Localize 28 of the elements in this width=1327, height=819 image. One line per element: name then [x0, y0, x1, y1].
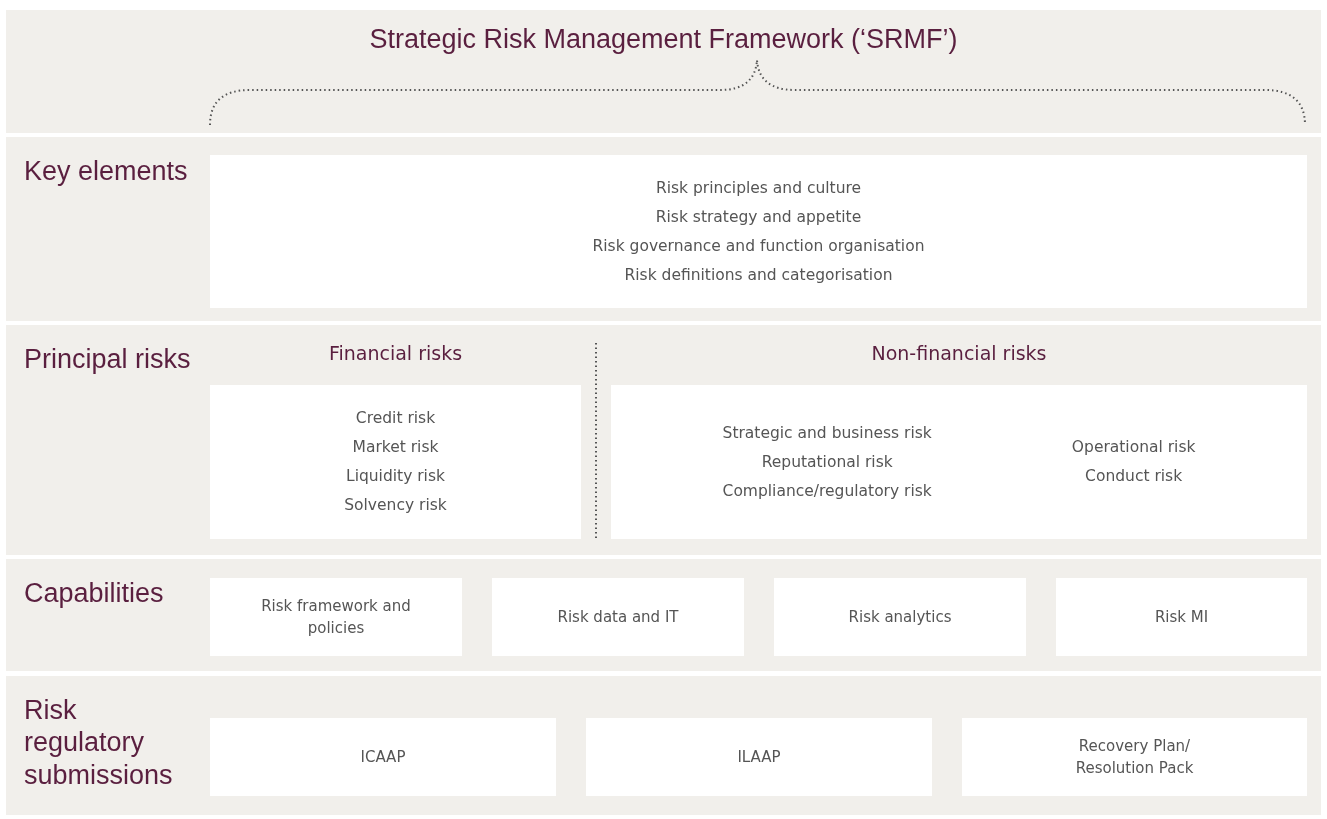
row-heading: Principal risks: [24, 343, 192, 376]
item-text: Risk governance and function organisation: [592, 235, 925, 257]
item-text: Operational risk: [1071, 437, 1196, 458]
group-heading: Financial risks: [328, 342, 463, 364]
item-text: Risk analytics: [848, 607, 952, 628]
row-heading: Capabilities: [24, 577, 165, 610]
item-text: Compliance/regulatory risk: [722, 480, 932, 502]
item-text: Risk principles and culture: [655, 177, 862, 199]
item-text: Reputational risk: [761, 451, 893, 473]
row-band: [6, 325, 1321, 555]
item-text: Solvency risk: [344, 495, 447, 516]
item-text: Credit risk: [355, 408, 436, 429]
item-text: Risk framework and policies: [260, 596, 412, 639]
item-text: Conduct risk: [1085, 466, 1183, 487]
row-heading: Key elements: [24, 155, 189, 188]
item-text: Risk strategy and appetite: [655, 206, 862, 228]
item-text: Risk data and IT: [557, 607, 679, 628]
item-text: ICAAP: [360, 747, 406, 768]
item-text: Strategic and business risk: [722, 422, 932, 444]
group-heading: Non-financial risks: [871, 342, 1047, 364]
item-text: ILAAP: [737, 747, 781, 768]
row-heading: Risk regulatory submissions: [24, 694, 174, 792]
item-text: Market risk: [352, 437, 439, 458]
item-text: Risk definitions and categorisation: [624, 264, 893, 286]
diagram-title: Strategic Risk Management Framework (‘SRMF’): [369, 24, 958, 55]
item-text: Liquidity risk: [346, 466, 445, 487]
item-text: Risk MI: [1154, 607, 1209, 628]
item-text: Recovery Plan/ Resolution Pack: [1074, 736, 1195, 779]
